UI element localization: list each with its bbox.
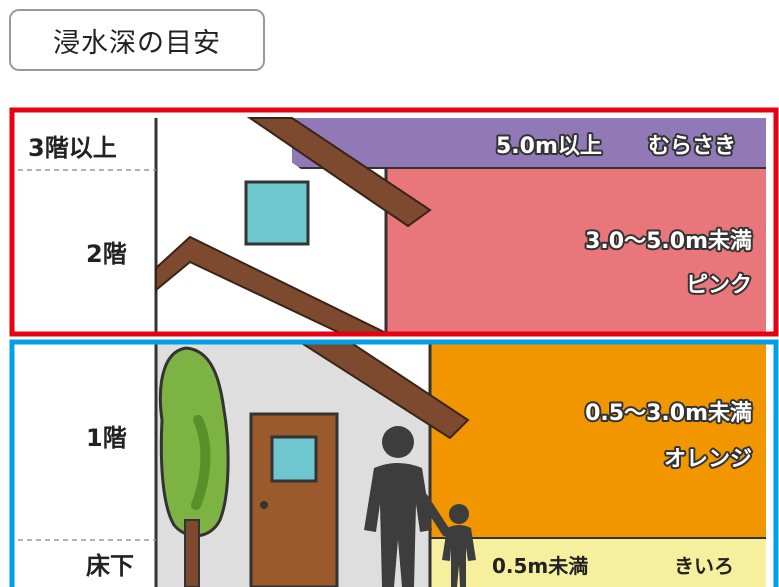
floor-label-3plus: 3階以上	[28, 134, 117, 162]
band-orange-range: 0.5～3.0m未満	[585, 400, 752, 426]
band-purple	[292, 118, 766, 168]
tree-trunk	[184, 519, 200, 587]
upper-roof-eave	[246, 117, 432, 228]
band-purple-range: 5.0m以上	[496, 134, 602, 159]
band-orange-name: オレンジ	[664, 447, 752, 472]
floor-label-2: 2階	[86, 240, 127, 268]
tree-shade	[191, 415, 211, 510]
adult-body	[364, 463, 432, 587]
upper-highlight-frame	[9, 107, 779, 337]
lower-highlight-frame	[9, 339, 779, 587]
band-pink-name: ピンク	[686, 273, 752, 298]
page-title: 浸水深の目安	[53, 27, 221, 59]
floor-label-underfloor: 床下	[86, 552, 134, 580]
title-box: 浸水深の目安	[9, 9, 265, 71]
band-yellow-range: 0.5m未満	[492, 554, 588, 578]
band-pink-range: 3.0～5.0m未満	[585, 228, 752, 254]
child-head	[449, 504, 469, 524]
band-pink	[386, 168, 766, 333]
band-yellow	[430, 538, 766, 587]
door-knob	[260, 501, 268, 509]
band-yellow-name: きいろ	[674, 554, 734, 578]
door-window	[270, 435, 318, 483]
child-body	[442, 525, 476, 587]
adult-head	[382, 426, 414, 458]
band-purple-name: むらさき	[648, 134, 736, 159]
band-orange	[430, 342, 766, 538]
floor-label-1: 1階	[86, 424, 127, 452]
upper-window	[244, 180, 310, 246]
floor-label-column	[14, 112, 154, 587]
adult-arm	[419, 493, 451, 537]
